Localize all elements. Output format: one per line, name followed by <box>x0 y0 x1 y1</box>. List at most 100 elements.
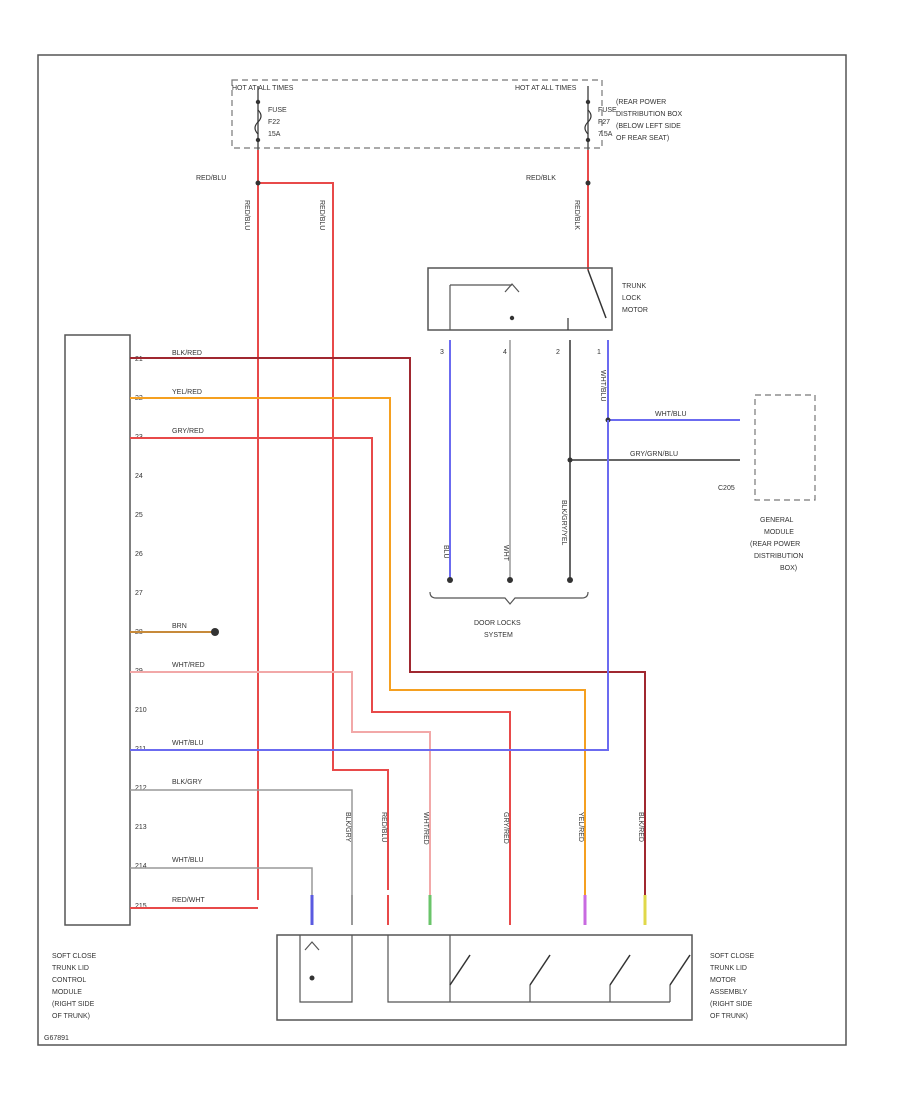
module-label-4: MODULE <box>52 989 82 996</box>
gem-wire-2: GRY/GRN/BLU <box>630 451 678 458</box>
vlabel-red-blu: RED/BLU <box>380 812 387 842</box>
motor-connectors <box>310 895 647 925</box>
gem-box <box>754 394 816 501</box>
wire-label-wht: WHT <box>502 545 509 562</box>
fuse-right-name: FUSE <box>598 107 617 114</box>
rear-box-line-2: DISTRIBUTION BOX <box>616 111 682 118</box>
door-locks-label-1: DOOR LOCKS <box>474 620 521 627</box>
module-label-6: OF TRUNK) <box>52 1013 90 1020</box>
vlabel-blk-red: BLK/RED <box>637 812 644 842</box>
door-locks-brace <box>429 591 589 605</box>
module-wire-label-215: RED/WHT <box>172 897 205 904</box>
door-pin-dot-3 <box>567 577 573 583</box>
splice-dot <box>255 180 261 186</box>
wire-blk-red <box>130 357 646 895</box>
vlabel-wht-red: WHT/RED <box>422 812 429 845</box>
fuse-left-symbol <box>254 86 262 150</box>
trunk-pin-3: 3 <box>440 349 444 356</box>
gem-label-4: DISTRIBUTION <box>754 553 803 560</box>
gem-label-2: MODULE <box>764 529 794 536</box>
trunk-pin-1: 1 <box>597 349 601 356</box>
right-feed-color: RED/BLK <box>526 175 556 182</box>
hot-label-left: HOT AT ALL TIMES <box>232 85 294 92</box>
wire-wht-blu-motor <box>130 867 313 895</box>
wire-yel-red <box>130 397 586 895</box>
fuse-right-symbol <box>584 86 592 150</box>
trunk-lock-label-3: MOTOR <box>622 307 648 314</box>
rear-box-line-1: (REAR POWER <box>616 99 666 106</box>
wire-gry-red <box>130 437 511 895</box>
gem-label-5: BOX) <box>780 565 797 572</box>
module-label-1: SOFT CLOSE <box>52 953 97 960</box>
fuse-right-id: F27 <box>598 119 610 126</box>
door-pin-dot-1 <box>447 577 453 583</box>
motor-label-2: TRUNK LID <box>710 965 747 972</box>
motor-label-5: (RIGHT SIDE <box>710 1001 753 1008</box>
control-module <box>64 334 131 926</box>
vlabel-blk-gry: BLK/GRY <box>344 812 351 843</box>
left-feed-color: RED/BLU <box>196 175 226 182</box>
module-pin-rows: 21BLK/RED22YEL/RED23GRY/RED2425262728BRN… <box>135 350 205 910</box>
module-pin-24: 24 <box>135 473 143 480</box>
module-pin-213: 213 <box>135 824 147 831</box>
trunk-lock-label-1: TRUNK <box>622 283 646 290</box>
module-wire-label-23: GRY/RED <box>172 428 204 435</box>
fuse-left-rating: 15A <box>268 131 281 138</box>
fuse-box-outline <box>231 79 603 149</box>
module-pin-210: 210 <box>135 707 147 714</box>
motor-label-1: SOFT CLOSE <box>710 953 755 960</box>
wire-label-wht-blu: WHT/BLU <box>599 370 606 402</box>
door-pin-dot-2 <box>507 577 513 583</box>
gem-connector: C205 <box>718 485 735 492</box>
module-wire-label-22: YEL/RED <box>172 389 202 396</box>
module-pin-215: 215 <box>135 903 147 910</box>
motor-assembly <box>276 934 693 1021</box>
wire-label-blu: BLU <box>442 545 449 559</box>
trunk-pin-4: 4 <box>503 349 507 356</box>
motor-assembly-switches-icon <box>299 935 691 1003</box>
trunk-pin-2: 2 <box>556 349 560 356</box>
wire-wht-red <box>130 671 431 895</box>
wire-wht-blu-gem <box>607 340 740 421</box>
wire-wht-blu-module <box>130 420 609 751</box>
rear-box-line-4: OF REAR SEAT) <box>616 135 669 142</box>
splice-gem-2 <box>567 457 573 463</box>
wire-red-branch <box>258 182 389 890</box>
trunk-lock-motor <box>427 267 613 331</box>
fuse-left-id: F22 <box>268 119 280 126</box>
wire-label-red-blu-2: RED/BLU <box>318 200 325 230</box>
hot-label-right: HOT AT ALL TIMES <box>515 85 577 92</box>
module-pin-25: 25 <box>135 512 143 519</box>
module-wire-label-212: BLK/GRY <box>172 779 203 786</box>
wire-label-red-blu-1: RED/BLU <box>243 200 250 230</box>
module-pin-26: 26 <box>135 551 143 558</box>
module-wire-label-211: WHT/BLU <box>172 740 204 747</box>
vlabel-gry-red: GRY/RED <box>502 812 509 844</box>
vlabel-yel-red: YEL/RED <box>577 812 584 842</box>
trunk-lock-label-2: LOCK <box>622 295 641 302</box>
module-wire-label-21: BLK/RED <box>172 350 202 357</box>
gem-label-3: (REAR POWER <box>750 541 800 548</box>
splice-dot-right <box>585 180 591 186</box>
fuse-left-name: FUSE <box>268 107 287 114</box>
module-pin-212: 212 <box>135 785 147 792</box>
module-label-5: (RIGHT SIDE <box>52 1001 95 1008</box>
motor-label-4: ASSEMBLY <box>710 989 748 996</box>
wire-label-red-blk: RED/BLK <box>573 200 580 230</box>
module-pin-27: 27 <box>135 590 143 597</box>
trunk-lock-switch-icon <box>449 269 607 330</box>
module-pin-21: 21 <box>135 356 143 363</box>
motor-label-3: MOTOR <box>710 977 736 984</box>
wire-blk-gry <box>130 789 353 895</box>
motor-label-6: OF TRUNK) <box>710 1013 748 1020</box>
module-wire-label-28: BRN <box>172 623 187 630</box>
door-locks-label-2: SYSTEM <box>484 632 513 639</box>
module-label-3: CONTROL <box>52 977 86 984</box>
outer-frame <box>37 54 847 1046</box>
module-wire-label-214: WHT/BLU <box>172 857 204 864</box>
figure-id: G67891 <box>44 1035 69 1042</box>
module-label-2: TRUNK LID <box>52 965 89 972</box>
rear-box-line-3: (BELOW LEFT SIDE <box>616 123 681 130</box>
gem-label-1: GENERAL <box>760 517 794 524</box>
